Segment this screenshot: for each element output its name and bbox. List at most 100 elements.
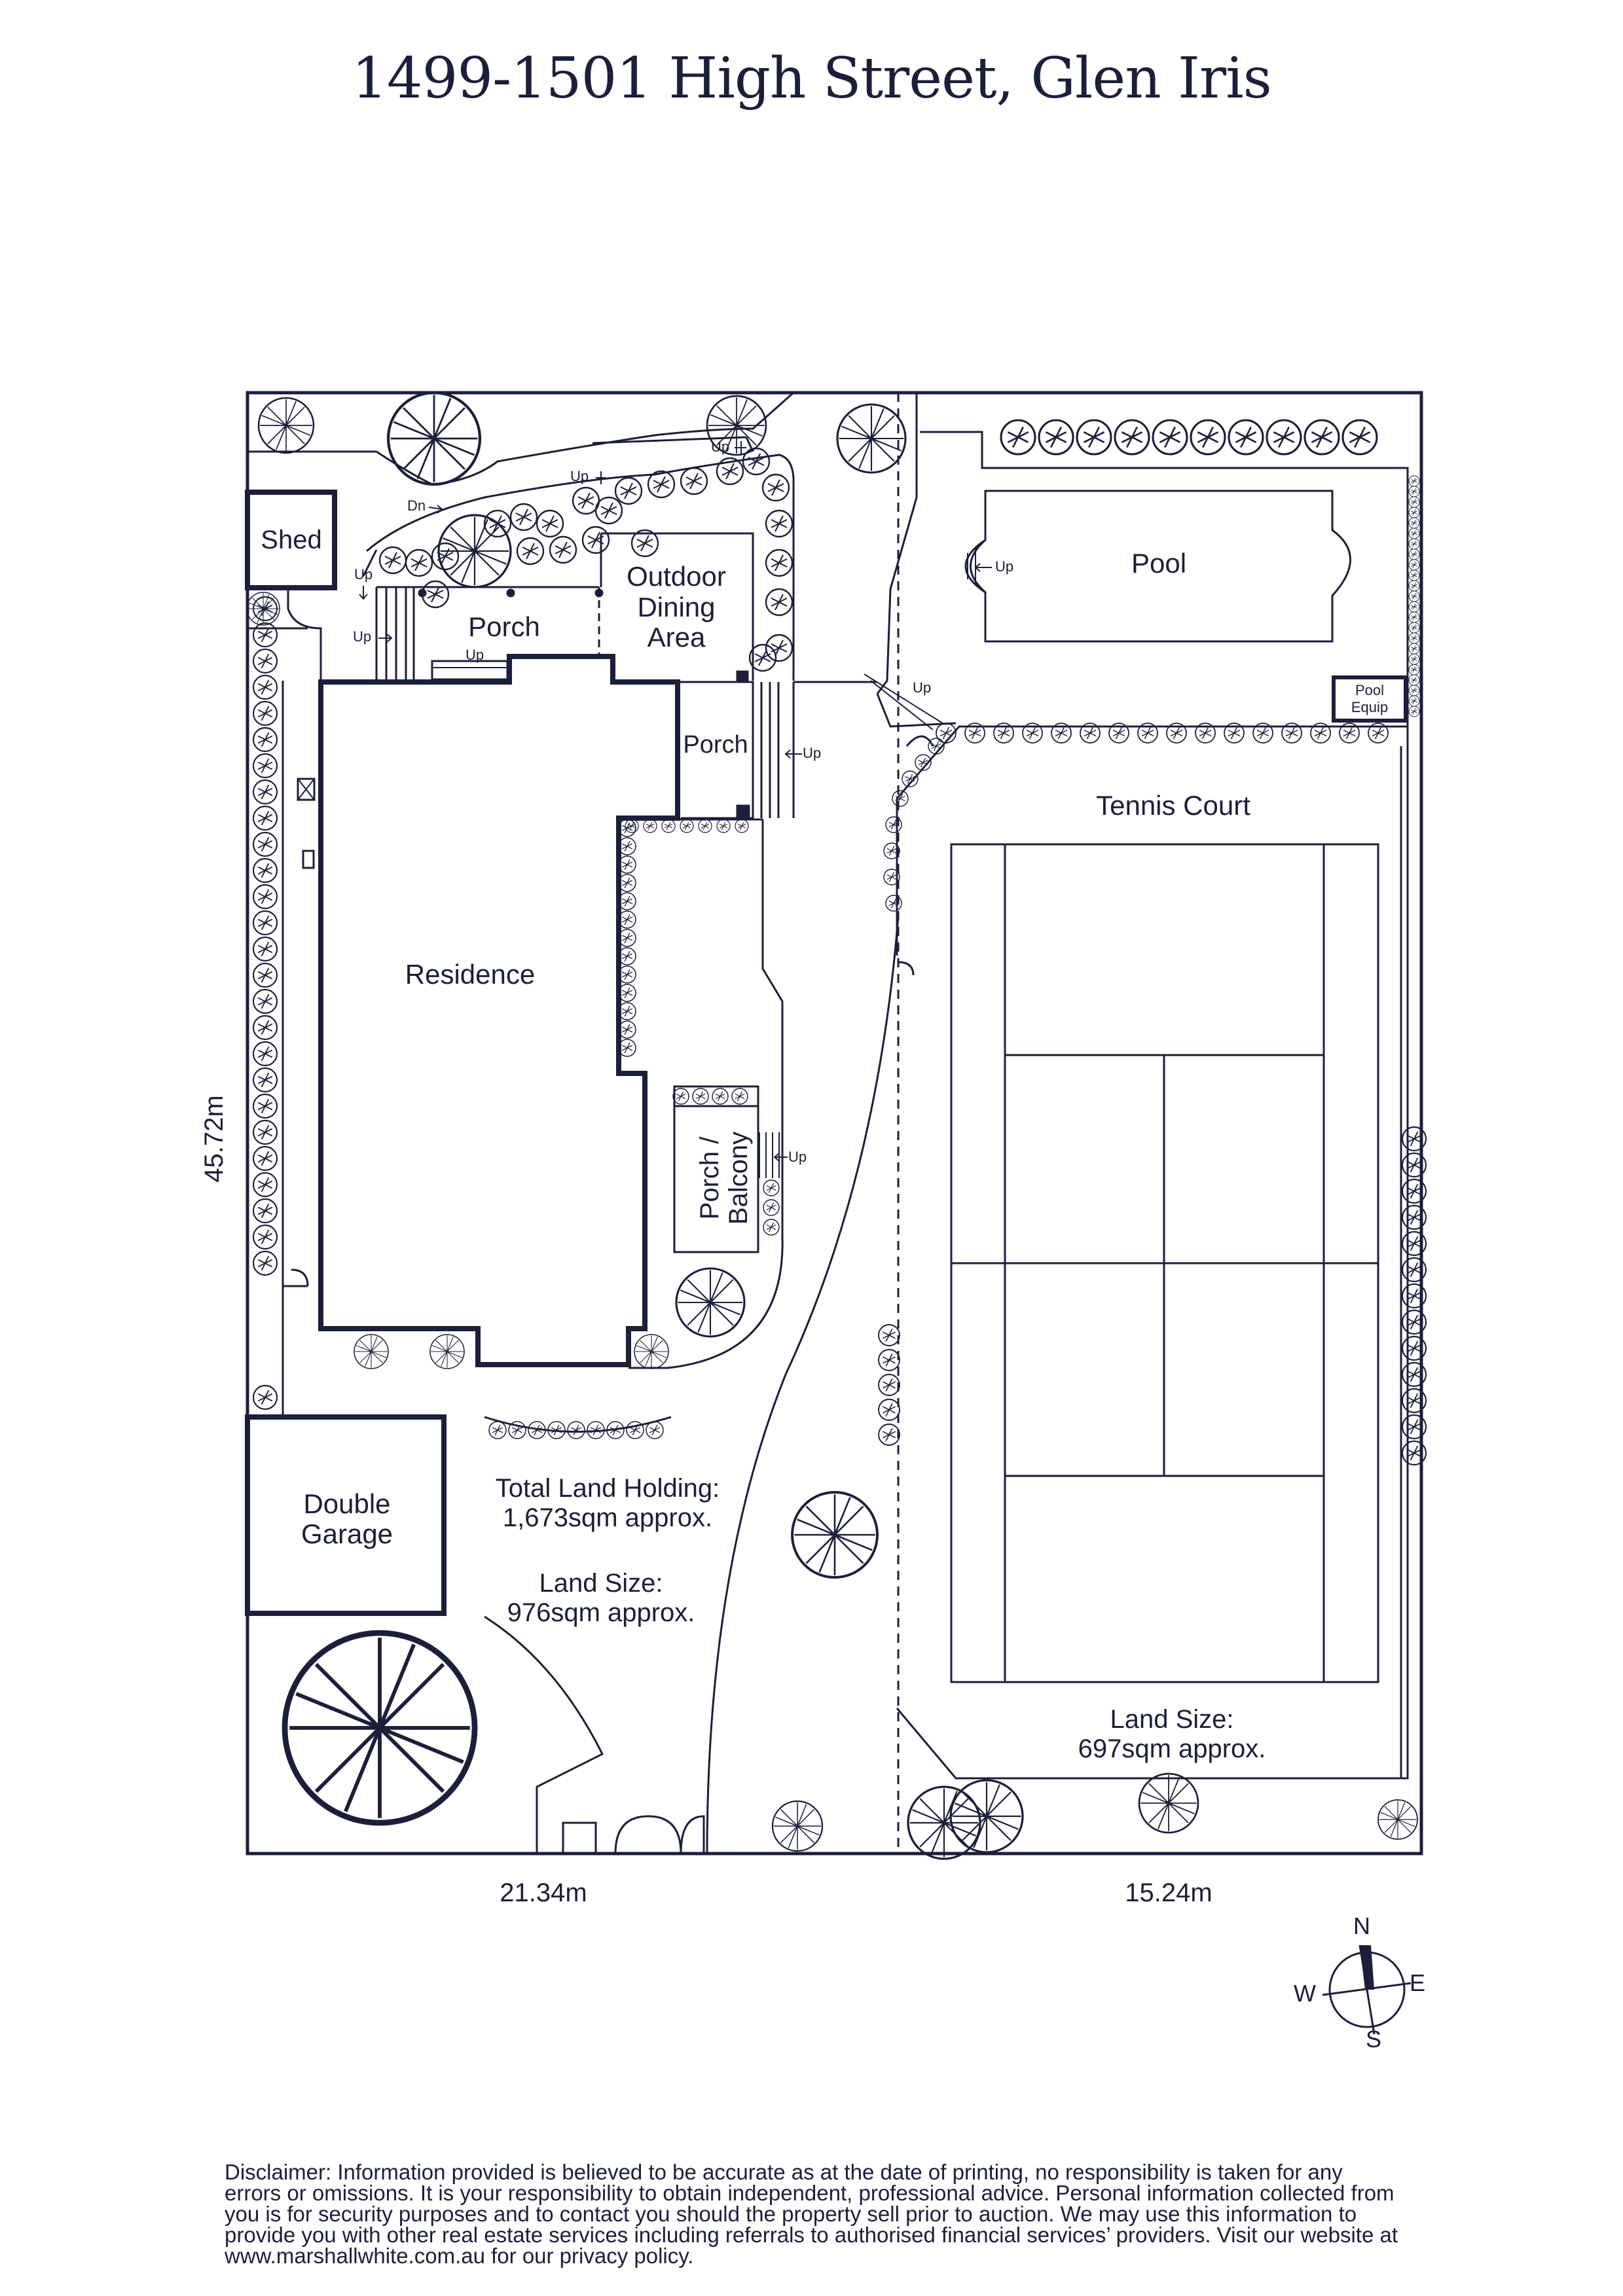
shrub-icon xyxy=(878,1324,900,1346)
shrub-icon xyxy=(1228,419,1264,456)
shrub-icon xyxy=(1408,622,1420,634)
outdoor-dining-label-2: Dining xyxy=(637,592,715,622)
shrub-icon xyxy=(1341,419,1378,456)
shrub-icon xyxy=(405,548,433,577)
shrub-icon xyxy=(763,1179,780,1196)
porch-balcony-label-1: Porch / xyxy=(695,1136,724,1220)
shrub-icon xyxy=(716,819,731,833)
pool-label: Pool xyxy=(1131,548,1186,579)
shrub-icon xyxy=(252,779,278,805)
shrub-icon xyxy=(252,648,278,674)
shrub-icon xyxy=(549,535,577,564)
shrub-icon xyxy=(1408,548,1420,560)
driveway-right xyxy=(706,916,900,1854)
front-gate xyxy=(614,1815,705,1854)
shrub-icon xyxy=(252,674,278,700)
shrub-icon xyxy=(1152,419,1188,456)
shrub-icon xyxy=(252,726,278,753)
disclaimer: Disclaimer: Information provided is beli… xyxy=(225,2160,1398,2268)
shrub-icon xyxy=(572,486,600,515)
down-label: Dn xyxy=(407,497,426,514)
shrub-icon xyxy=(508,1421,526,1439)
shrub-icon xyxy=(1408,496,1420,508)
shrub-icon xyxy=(731,1088,748,1105)
compass-north: N xyxy=(1353,1912,1370,1939)
dimension-width-left: 21.34m xyxy=(500,1878,587,1907)
land-size-left-label-2: 976sqm approx. xyxy=(507,1598,695,1627)
dimension-width-right: 15.24m xyxy=(1125,1878,1212,1907)
shrub-icon xyxy=(647,470,676,499)
shrub-icon xyxy=(252,1384,278,1410)
land-size-right-label-2: 697sqm approx. xyxy=(1078,1734,1266,1763)
porch-steps-right xyxy=(752,682,795,818)
shrub-icon xyxy=(1408,632,1420,644)
shrub-icon xyxy=(1408,559,1420,571)
shrub-icon xyxy=(765,509,793,538)
garden-bed-top xyxy=(247,391,794,486)
shrub-icon xyxy=(252,884,278,910)
shed xyxy=(245,490,337,590)
shrub-icon xyxy=(252,805,278,831)
up-label: Up xyxy=(353,628,371,645)
shrub-icon xyxy=(252,857,278,884)
hedges xyxy=(252,419,1427,1466)
shrub-icon xyxy=(488,1421,507,1439)
compass-rose xyxy=(1322,1945,1412,2035)
shrub-icon xyxy=(1408,475,1420,487)
shrub-icon xyxy=(1114,419,1150,456)
shrub-icon xyxy=(252,936,278,962)
pool-equip-label-1: Pool xyxy=(1355,682,1384,698)
shrub-icon xyxy=(1408,569,1420,581)
double-garage-label-1: Double xyxy=(303,1488,390,1519)
shrub-icon xyxy=(1408,706,1420,717)
up-label: Up xyxy=(354,566,373,583)
shrub-icon xyxy=(252,1041,278,1067)
shrub-icon xyxy=(1408,528,1420,539)
shrub-icon xyxy=(252,1198,278,1224)
shrub-icon xyxy=(1408,507,1420,518)
shrub-icon xyxy=(878,1424,900,1446)
outdoor-dining-label-3: Area xyxy=(647,622,706,653)
shrub-icon xyxy=(1408,643,1420,655)
pool-equipment xyxy=(1332,675,1408,723)
shrub-icon xyxy=(252,1119,278,1145)
shrub-icon xyxy=(252,1224,278,1250)
left-fence-path xyxy=(282,681,308,1287)
shrub-icon xyxy=(878,1374,900,1396)
pool xyxy=(964,490,1351,643)
shrub-icon xyxy=(1408,695,1420,707)
land-size-left-label-1: Land Size: xyxy=(539,1569,663,1598)
shrub-icon xyxy=(252,700,278,726)
shrub-icon xyxy=(1408,517,1420,529)
up-label: Up xyxy=(913,679,931,696)
shrub-icon xyxy=(680,467,708,495)
shrub-icon xyxy=(431,542,460,571)
shrub-icon xyxy=(646,1421,664,1439)
tennis-fence xyxy=(896,725,1409,1780)
up-label: Up xyxy=(995,558,1013,575)
shrub-icon xyxy=(672,1088,689,1105)
shrub-icon xyxy=(735,819,749,833)
shrub-icon xyxy=(1408,611,1420,623)
shrub-icon xyxy=(765,588,793,617)
porch-side-label: Porch xyxy=(683,731,748,759)
porch-steps-left xyxy=(375,587,415,681)
shrub-icon xyxy=(765,634,793,662)
shrub-icon xyxy=(1266,419,1302,456)
shrub-icon xyxy=(516,537,545,565)
shrub-icon xyxy=(378,546,407,575)
shrub-icon xyxy=(892,790,909,807)
shrub-icon xyxy=(661,819,676,833)
shrub-icon xyxy=(567,1421,585,1439)
shrub-icon xyxy=(1408,486,1420,497)
up-label: Up xyxy=(465,647,484,663)
shed-label: Shed xyxy=(261,526,321,554)
shrub-icon xyxy=(252,1014,278,1041)
shrub-icon xyxy=(742,447,771,476)
shrub-icon xyxy=(1076,419,1112,456)
shrub-icon xyxy=(1304,419,1340,456)
shrub-icon xyxy=(1408,674,1420,686)
driveway-left xyxy=(484,1615,604,1854)
shrub-icon xyxy=(252,1172,278,1198)
